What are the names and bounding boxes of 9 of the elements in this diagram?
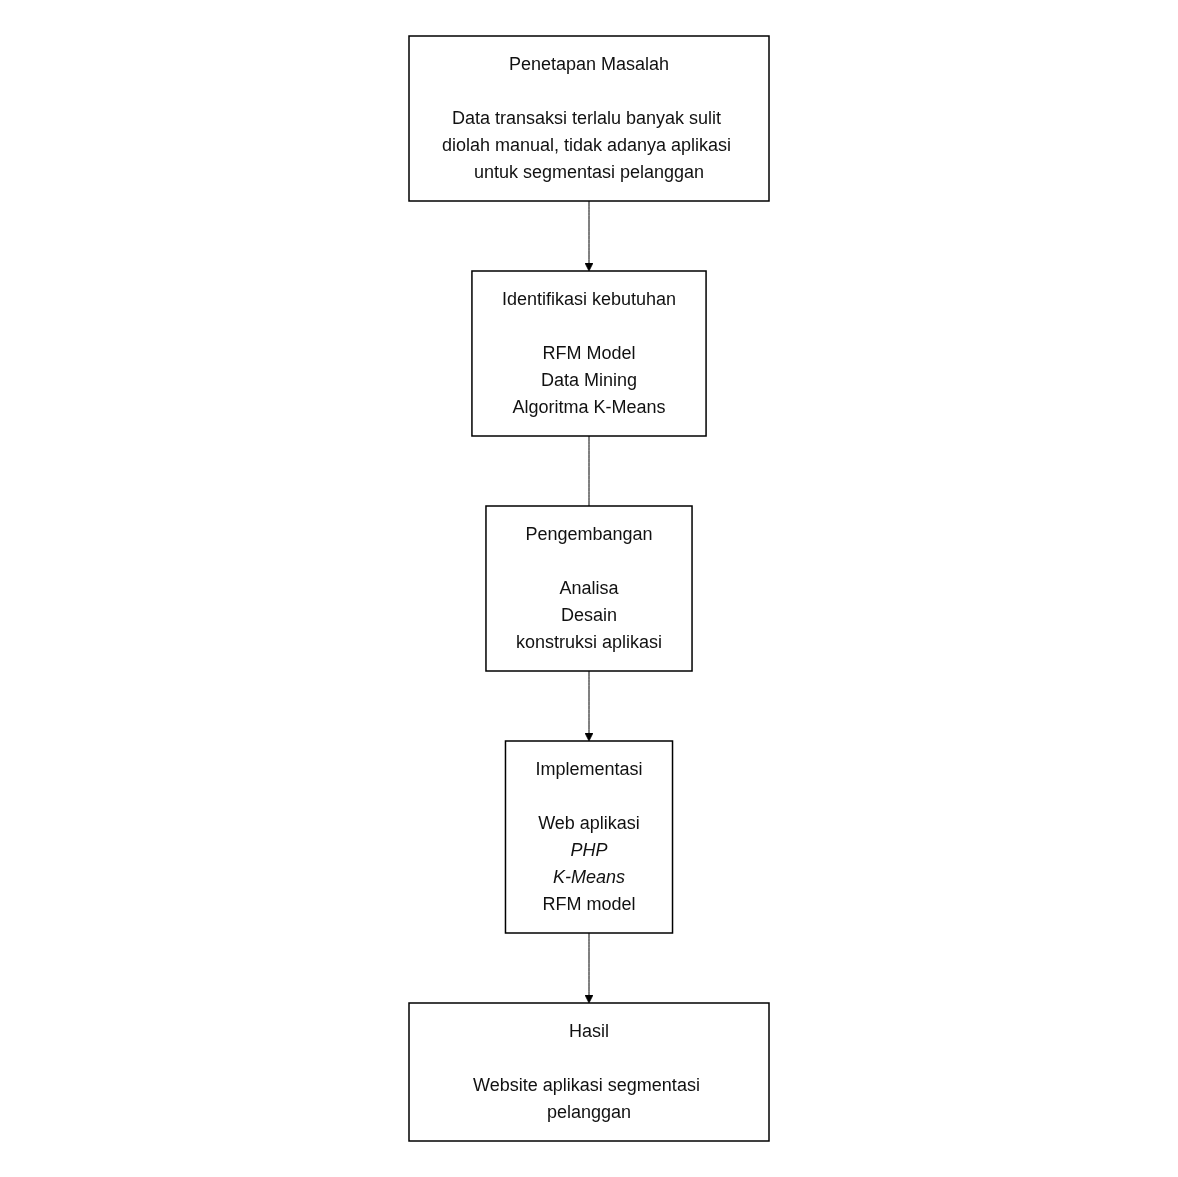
node-box: Penetapan Masalah Data transaksi terlalu banyak sulit diolah manual, tidak adanya aplikasi untuk segmentasi pelanggan [408, 35, 770, 202]
node-box: Pengembangan Analisa Desain konstruksi aplikasi [485, 505, 693, 672]
arrow [584, 670, 594, 742]
node-box: Implementasi Web aplikasi PHP K-Means RFM model [504, 740, 674, 934]
node-box: Identifikasi kebutuhan RFM Model Data Mining Algoritma K-Means [471, 270, 707, 437]
arrow [584, 200, 594, 272]
arrow [584, 932, 594, 1004]
node-box: Hasil Website aplikasi segmentasi pelanggan [408, 1002, 770, 1142]
connector [588, 435, 590, 507]
